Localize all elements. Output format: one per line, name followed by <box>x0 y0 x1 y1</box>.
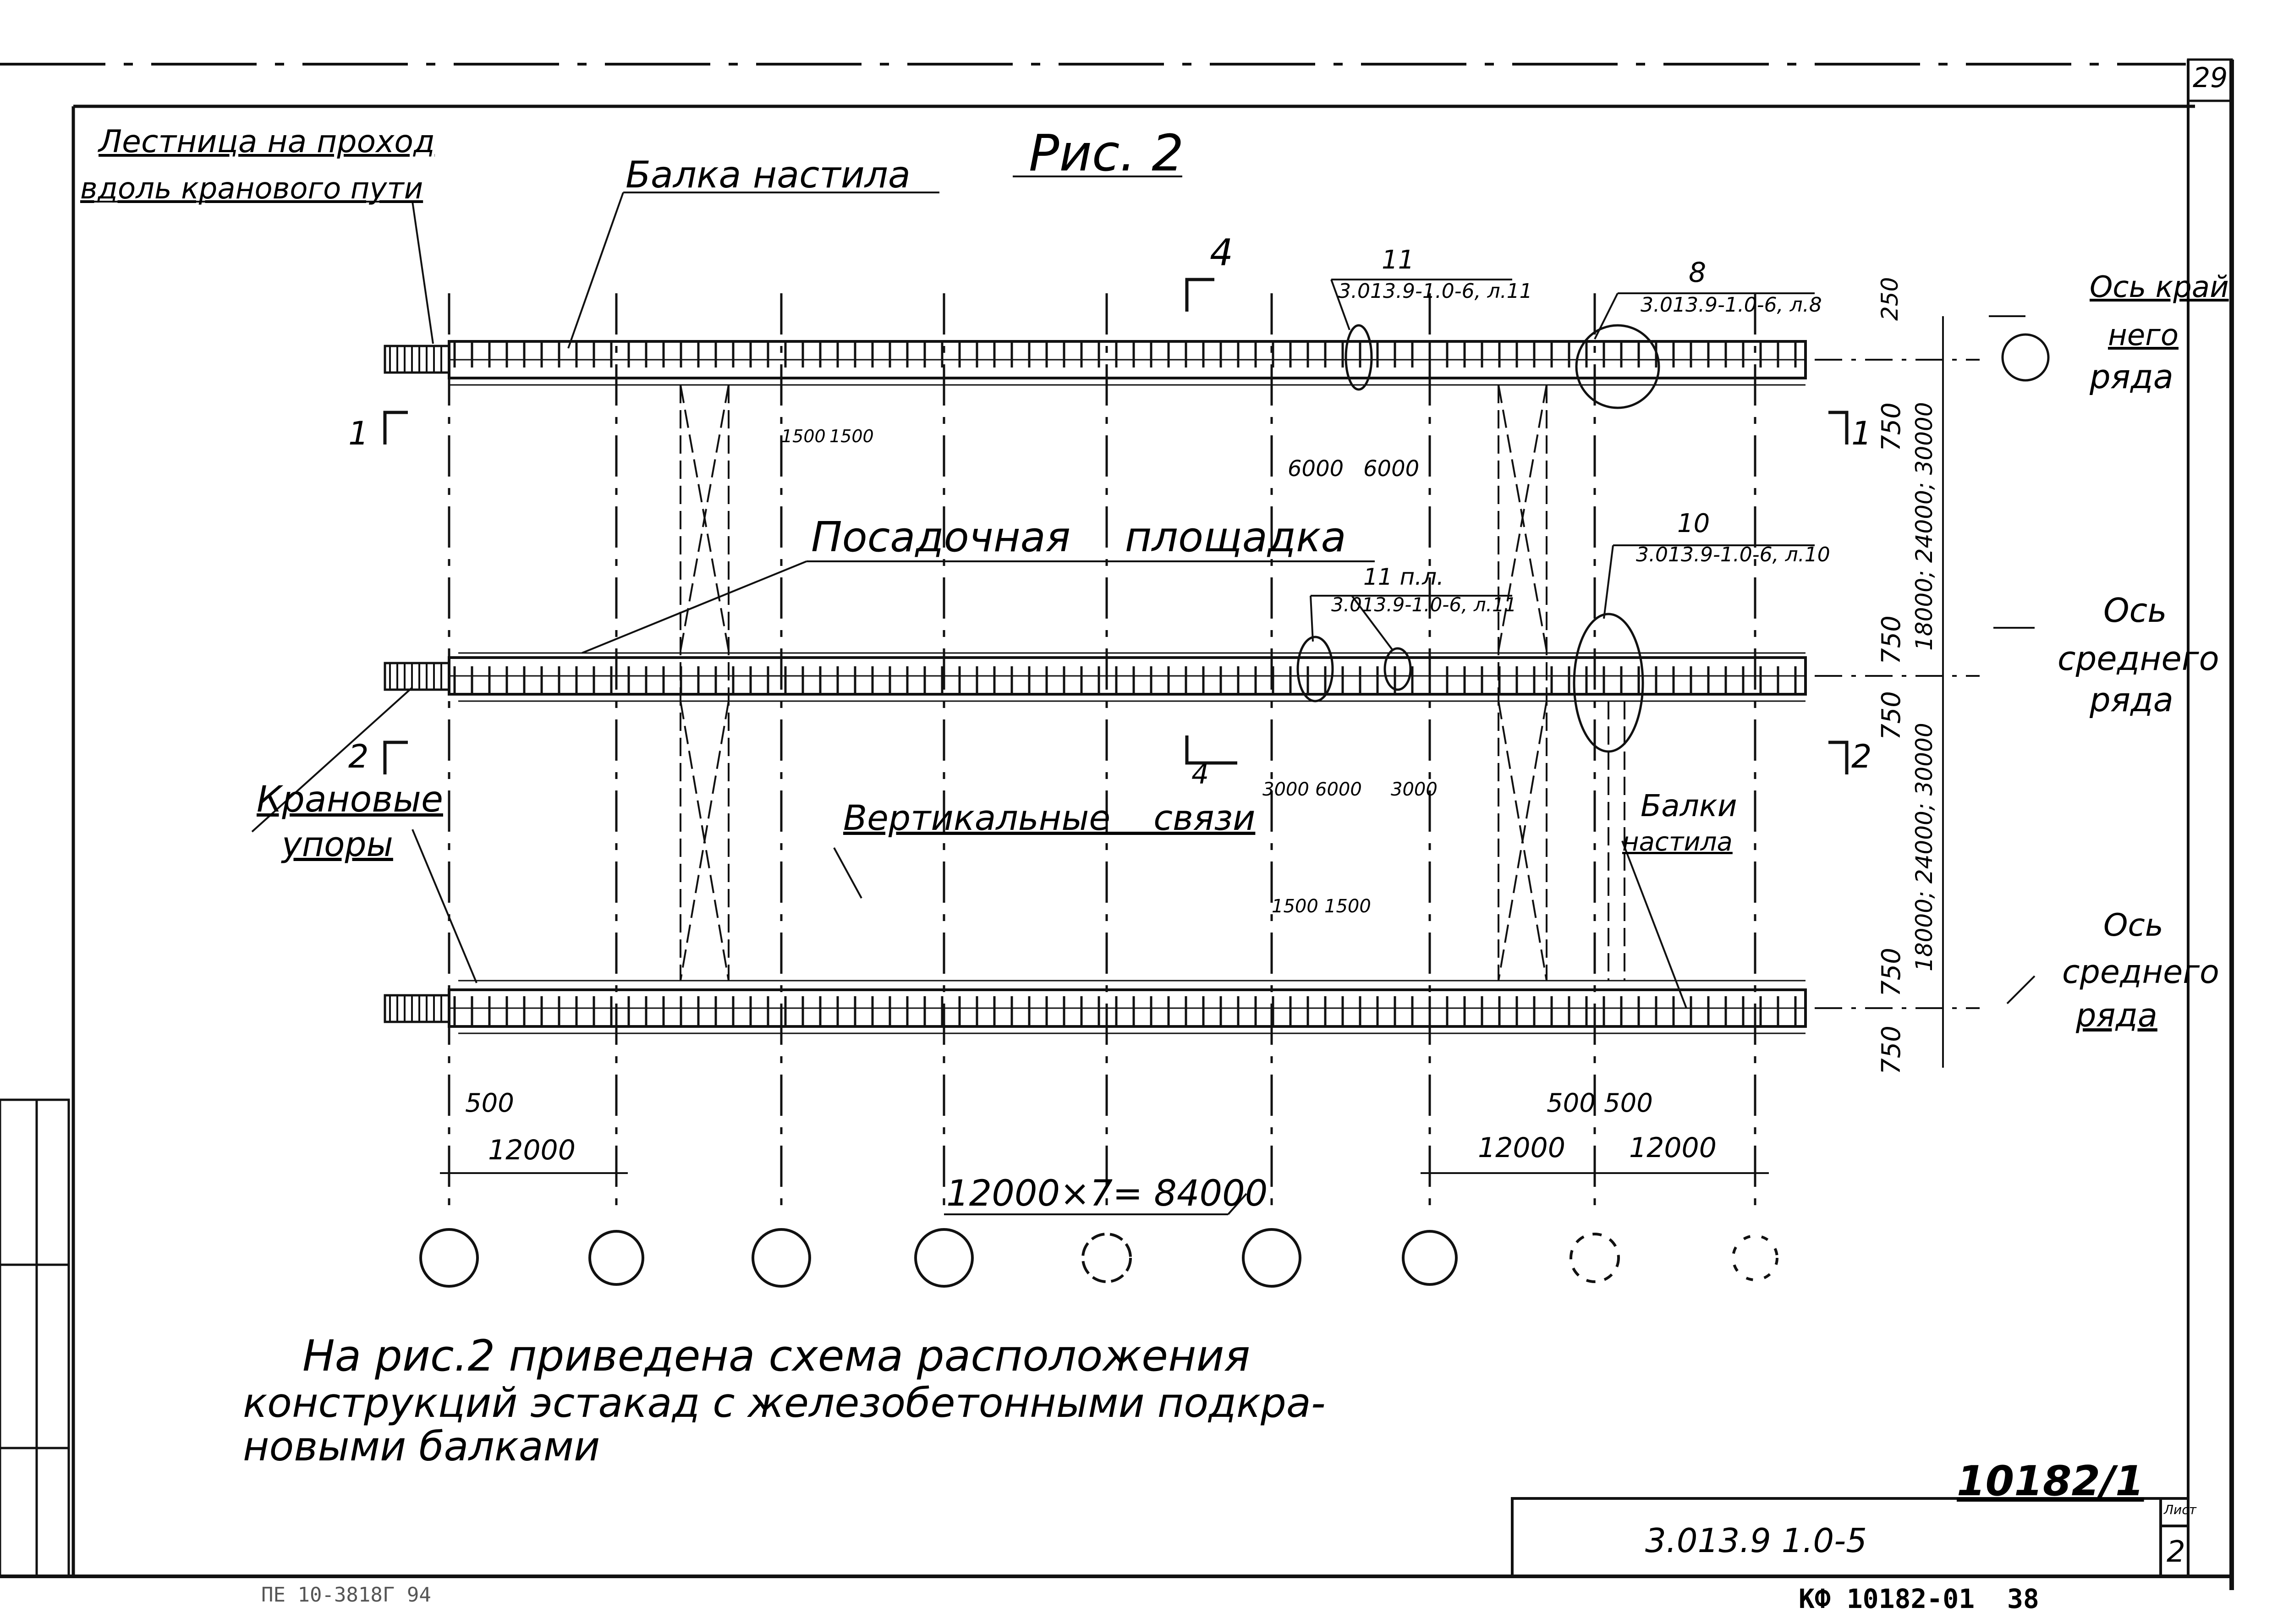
section-1-right: 1 <box>1851 415 1872 452</box>
dim-1500-d: 1500 <box>1324 896 1371 917</box>
footer-code: КФ 10182-01 <box>1799 1583 1975 1614</box>
grid-bubble-9 <box>1732 1234 1778 1281</box>
dim-vert-upper: 18000; 24000; 30000 <box>1911 402 1937 651</box>
label-axis-middle-line2: среднего <box>2058 639 2219 678</box>
dim-750-2: 750 <box>1877 615 1906 664</box>
label-axis-middle-line3: ряда <box>2090 680 2173 719</box>
grid-bubble-2 <box>588 1230 644 1286</box>
label-axis-middle-line1: Ось <box>2103 591 2167 630</box>
dim-vert-lower: 18000; 24000; 30000 <box>1911 723 1937 971</box>
title-block <box>1511 1497 2190 1578</box>
label-axis-outer-line3: ряда <box>2090 357 2173 396</box>
footer-number: 38 <box>2007 1583 2039 1614</box>
note-line2: конструкций эстакад с железобетонными по… <box>243 1379 1326 1426</box>
dim-1500-c: 1500 <box>1272 896 1318 917</box>
dim-500-r2: 500 <box>1604 1088 1653 1118</box>
dim-750-4: 750 <box>1877 948 1906 997</box>
grid-bubble-4 <box>914 1228 974 1288</box>
label-axis-middle2-line3: ряда <box>2076 997 2157 1034</box>
grid-bubble-3 <box>752 1228 811 1288</box>
dim-6000-c: 6000 <box>1315 779 1362 800</box>
note-line3: новыми балками <box>243 1423 600 1470</box>
callout-11-ref: 3.013.9-1.0-6, л.11 <box>1338 280 1532 303</box>
dim-total: 12000×7= 84000 <box>946 1173 1268 1214</box>
callout-11-num: 11 <box>1382 245 1415 275</box>
figure-title: Рис. 2 <box>1029 124 1184 182</box>
bottom-left-stamp: ПЕ 10-3818Г 94 <box>261 1583 431 1607</box>
crane-beam-row-2 <box>384 652 1807 702</box>
dim-12000-left: 12000 <box>488 1134 576 1166</box>
ladder-3 <box>384 994 450 1023</box>
dim-1500-b: 1500 <box>829 426 874 446</box>
sheet-number: 2 <box>2167 1535 2185 1569</box>
callout-10-num: 10 <box>1677 509 1710 538</box>
dim-500-left: 500 <box>465 1088 514 1118</box>
dim-3000-b: 3000 <box>1391 779 1438 800</box>
callout-8-ref: 3.013.9-1.0-6, л.8 <box>1641 293 1822 317</box>
dim-1500-a: 1500 <box>781 426 826 446</box>
dim-750-3: 750 <box>1877 691 1906 740</box>
dim-750-1: 750 <box>1877 402 1906 451</box>
detail-markers <box>1296 324 2050 753</box>
callout-11pl-ref: 3.013.9-1.0-6, л.11 <box>1331 593 1517 616</box>
label-landing: Посадочная площадка <box>811 513 1346 561</box>
note-line1: На рис.2 приведена схема расположения <box>302 1331 1251 1381</box>
dim-12000-r1: 12000 <box>1478 1132 1565 1164</box>
dim-500-r1: 500 <box>1547 1088 1596 1118</box>
dim-12000-r2: 12000 <box>1629 1132 1717 1164</box>
label-deck-beams-line1: Балки <box>1641 788 1737 823</box>
dim-3000-a: 3000 <box>1262 779 1309 800</box>
leader-lines <box>94 176 2036 1009</box>
label-deck-beam: Балка настила <box>626 154 911 196</box>
label-axis-middle2-line2: среднего <box>2062 953 2219 991</box>
ladder-2 <box>384 662 450 691</box>
label-axis-outer-line1: Ось край <box>2090 270 2229 304</box>
section-2-left: 2 <box>348 738 369 775</box>
label-crane-stops-line2: упоры <box>282 825 393 864</box>
section-markers <box>383 278 1849 774</box>
page-number: 29 <box>2193 62 2228 94</box>
grid-bubble-6 <box>1242 1228 1301 1288</box>
section-2-right: 2 <box>1851 738 1872 775</box>
dim-250: 250 <box>1877 277 1903 321</box>
sheet-label: Лист <box>2164 1502 2196 1517</box>
archive-number: 10182/1 <box>1957 1457 2144 1505</box>
grid-bubble-7 <box>1402 1230 1458 1286</box>
document-code: 3.013.9 1.0-5 <box>1645 1521 1867 1560</box>
binding-strip <box>0 1098 70 1578</box>
crane-beam-row-1 <box>384 340 1807 386</box>
vertical-bracing <box>680 384 1625 981</box>
grid-bubble-8 <box>1570 1233 1620 1283</box>
label-deck-beams-line2: настила <box>1622 827 1733 857</box>
label-vertical-bracing: Вертикальные связи <box>843 797 1256 838</box>
callout-8-num: 8 <box>1689 257 1707 289</box>
label-axis-outer-line2: него <box>2108 318 2179 352</box>
ladder-1 <box>384 345 450 374</box>
label-crane-stops-line1: Крановые <box>257 779 443 820</box>
label-axis-middle2-line1: Ось <box>2103 907 2163 944</box>
grid-bubbles <box>419 1228 1778 1288</box>
row-axis-lines <box>1815 359 1980 1009</box>
callout-11pl-num: 11 п.л. <box>1363 564 1444 590</box>
section-4-top: 4 <box>1210 231 1233 274</box>
crane-beam-row-3 <box>384 980 1807 1034</box>
section-4-bottom: 4 <box>1191 758 1209 790</box>
dim-6000-b: 6000 <box>1363 456 1420 482</box>
grid-bubble-5 <box>1081 1233 1132 1283</box>
label-ladder-line1: Лестница на проход <box>99 124 435 160</box>
callout-10-ref: 3.013.9-1.0-6, л.10 <box>1636 543 1830 566</box>
dimension-lines <box>440 316 1944 1215</box>
column-gridlines <box>448 293 1756 1214</box>
section-1-left: 1 <box>348 415 369 452</box>
grid-bubble-1 <box>419 1228 479 1288</box>
dim-750-5: 750 <box>1877 1026 1906 1075</box>
dim-6000-a: 6000 <box>1288 456 1344 482</box>
label-ladder-line2: вдоль кранового пути <box>80 172 423 206</box>
